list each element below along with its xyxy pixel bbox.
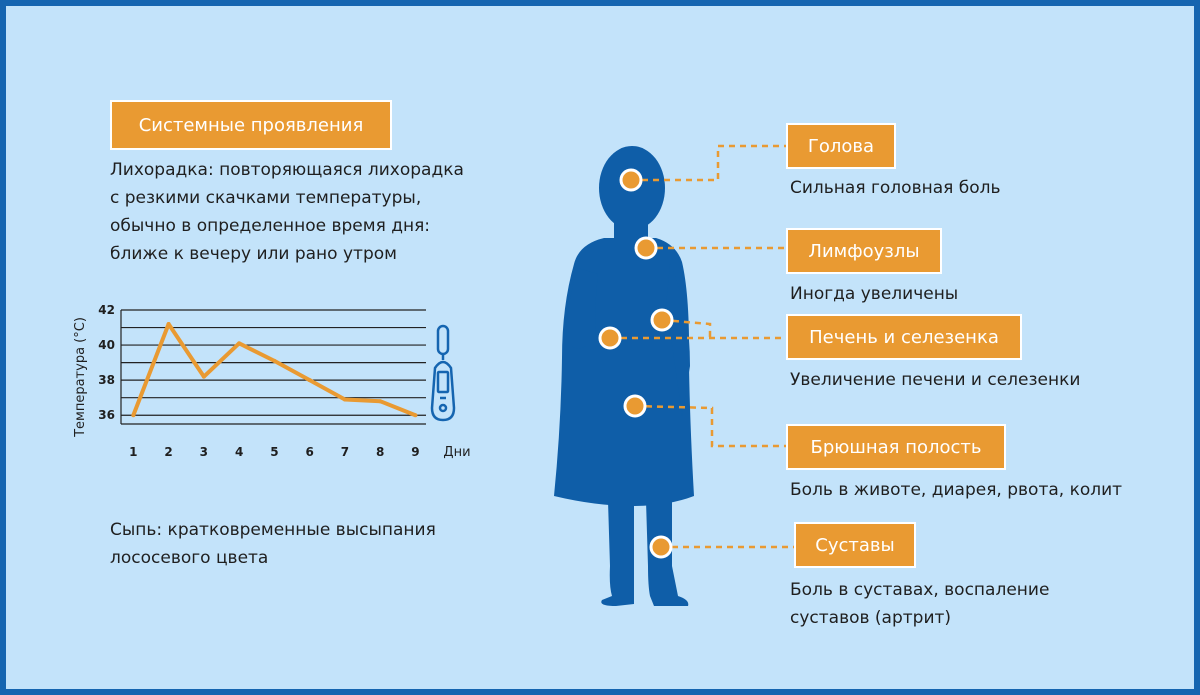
x-tick-label: 4 <box>235 445 243 459</box>
marker-dot-joints <box>649 535 673 559</box>
organ-title-abdomen: Брюшная полость <box>810 436 982 458</box>
organ-description-joints: Боль в суставах, воспаление суставов (арт… <box>790 576 1049 632</box>
marker-dot-lymph <box>634 236 658 260</box>
organ-description-line: Боль в суставах, воспаление <box>790 580 1050 600</box>
fever-description: Лихорадка: повторяющаяся лихорадка с рез… <box>110 156 464 268</box>
organ-description-line: Иногда увеличены <box>790 284 959 304</box>
rash-line-1: лососевого цвета <box>110 548 269 568</box>
temperature-point <box>342 397 347 402</box>
y-tick-label: 38 <box>98 373 115 387</box>
thermometer-icon <box>430 324 456 422</box>
silhouette-right-arm <box>666 264 690 416</box>
connectors <box>610 144 794 549</box>
organ-title-lymph: Лимфоузлы <box>808 240 920 262</box>
y-axis-label: Температура (°С) <box>73 317 88 438</box>
rash-description: Сыпь: кратковременные высыпания лососево… <box>110 516 436 572</box>
organ-description-line: суставов (артрит) <box>790 608 952 628</box>
x-tick-label: 5 <box>270 445 278 459</box>
rash-term: Сыпь: <box>110 520 163 540</box>
marker-dot-liver <box>598 326 622 350</box>
organ-description-lymph: Иногда увеличены <box>790 280 958 308</box>
x-tick-label: 1 <box>129 445 137 459</box>
systemic-title-box: Системные проявления <box>110 100 392 150</box>
organ-description-line: Увеличение печени и селезенки <box>790 370 1081 390</box>
organ-description-liver: Увеличение печени и селезенки <box>790 366 1080 394</box>
x-tick-label: 9 <box>411 445 419 459</box>
connector-liver <box>610 318 786 340</box>
systemic-title: Системные проявления <box>138 114 364 136</box>
temperature-point <box>131 413 136 418</box>
x-tick-label: 7 <box>341 445 349 459</box>
fever-line-1: с резкими скачками температуры, <box>110 188 422 208</box>
silhouette-left-leg <box>601 501 634 606</box>
fever-line-0: повторяющаяся лихорадка <box>213 160 464 180</box>
organ-description-line: Боль в животе, диарея, рвота, колит <box>790 480 1123 500</box>
temperature-point <box>272 358 277 363</box>
organ-title-joints: Суставы <box>815 534 895 556</box>
child-silhouette <box>554 146 694 606</box>
fever-line-3: ближе к вечеру или рано утром <box>110 244 397 264</box>
x-axis-label: Дни <box>443 445 470 460</box>
silhouette-left-arm <box>566 268 598 349</box>
organ-description-abdomen: Боль в животе, диарея, рвота, колит <box>790 476 1122 504</box>
organ-description-line: Сильная головная боль <box>790 178 1001 198</box>
organ-description-head: Сильная головная боль <box>790 174 1001 202</box>
organ-title-liver: Печень и селезенка <box>809 326 999 348</box>
organ-title-head: Голова <box>807 135 875 157</box>
marker-dots <box>598 168 674 559</box>
x-tick-label: 6 <box>305 445 313 459</box>
connector-head <box>631 144 786 182</box>
organ-title-box-abdomen: Брюшная полость <box>786 424 1006 470</box>
fever-term: Лихорадка: <box>110 160 214 180</box>
rash-line-0: кратковременные высыпания <box>162 520 436 540</box>
fever-line-2: обычно в определенное время дня: <box>110 216 431 236</box>
temperature-chart: 36 38 40 42 1 2 3 4 5 6 7 8 9 Дни Температура (°С) <box>73 303 471 460</box>
organ-title-box-joints: Суставы <box>794 522 916 568</box>
temperature-point <box>201 374 206 379</box>
temperature-point <box>166 322 171 327</box>
temperature-point <box>307 378 312 383</box>
body-diagram <box>554 144 794 606</box>
y-tick-label: 36 <box>98 408 115 422</box>
organ-title-box-liver: Печень и селезенка <box>786 314 1022 360</box>
marker-dot-abdomen <box>623 394 647 418</box>
organ-title-box-lymph: Лимфоузлы <box>786 228 942 274</box>
x-tick-label: 3 <box>200 445 208 459</box>
x-tick-label: 8 <box>376 445 384 459</box>
y-tick-label: 40 <box>98 338 115 352</box>
organ-title-box-head: Голова <box>786 123 896 169</box>
x-tick-label: 2 <box>164 445 172 459</box>
marker-dot-liver <box>650 308 674 332</box>
temperature-point <box>237 341 242 346</box>
connector-abdomen <box>634 404 786 448</box>
temperature-point <box>413 413 418 418</box>
y-tick-label: 42 <box>98 303 115 317</box>
temperature-point <box>378 399 383 404</box>
marker-dot-head <box>619 168 643 192</box>
